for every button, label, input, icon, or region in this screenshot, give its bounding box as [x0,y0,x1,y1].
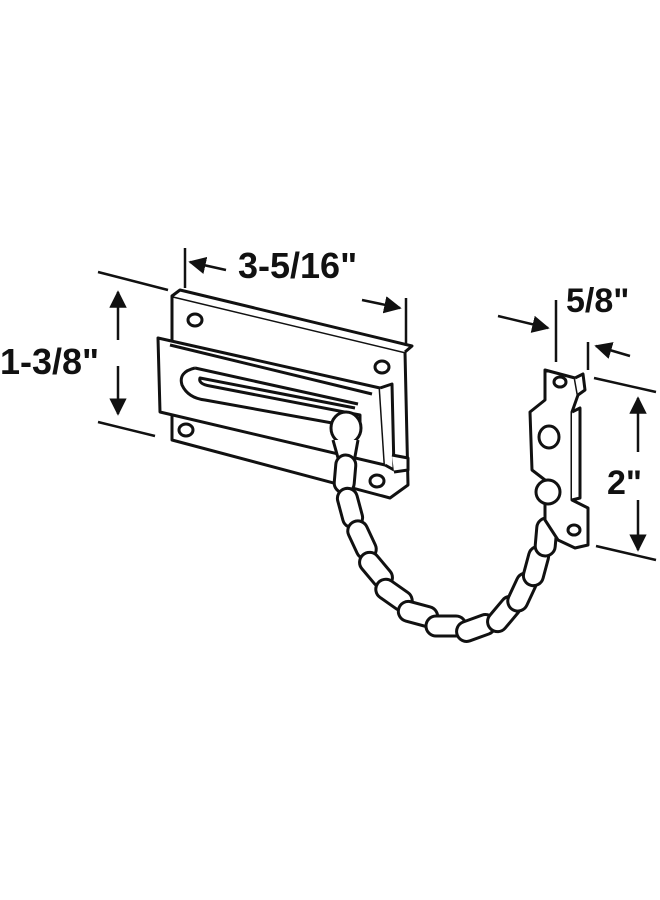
depth-dimension-label: 5/8" [566,282,629,320]
width-dimension-label: 3-5/16" [238,245,357,286]
slide-plate [156,288,414,500]
keeper-height-dimension-label: 2" [607,464,642,502]
height-dimension-label: 1-3/8" [0,341,99,382]
slide-plate-screw-holes [177,312,391,489]
chain-keeper [528,368,590,550]
chain [332,453,559,643]
dimension-lines [97,248,657,562]
